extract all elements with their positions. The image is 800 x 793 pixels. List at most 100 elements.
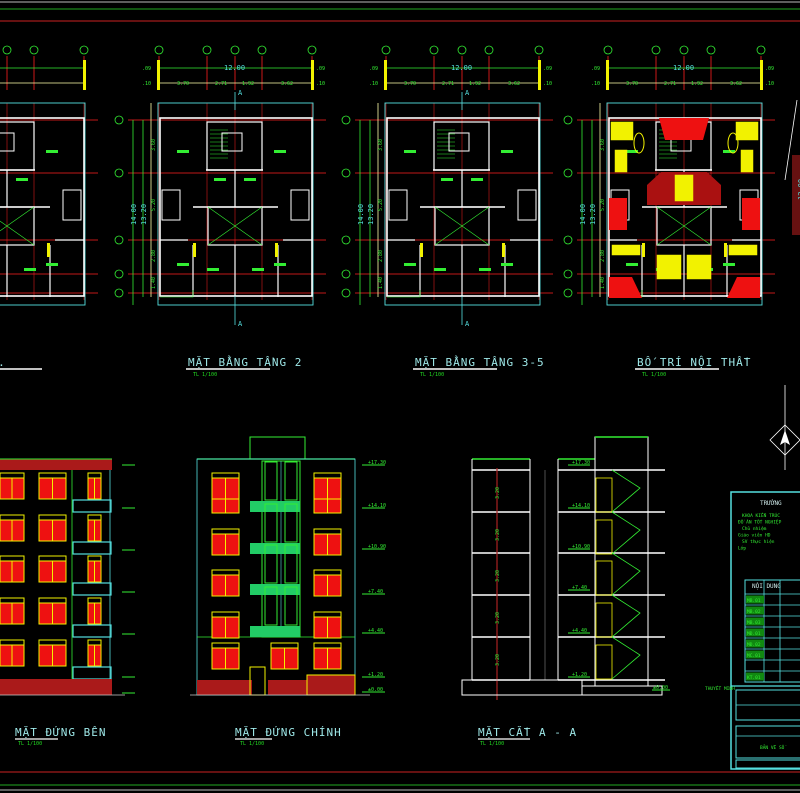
stair-flight xyxy=(611,594,641,638)
offset-dim: .10 xyxy=(142,81,151,87)
grid-bubble xyxy=(563,288,573,298)
level-label: +17.30 xyxy=(572,460,590,466)
room-tag xyxy=(214,178,226,181)
level-label: +14.10 xyxy=(572,503,590,509)
room-tag xyxy=(252,268,264,271)
wc-room xyxy=(290,189,310,221)
furniture xyxy=(740,149,754,173)
row-dim: 1.40 xyxy=(378,277,384,289)
window-transom xyxy=(0,472,25,479)
elevator-cross xyxy=(207,206,263,246)
stair-flight xyxy=(611,552,641,596)
grid-bubble xyxy=(563,235,573,245)
level-label: +1.20 xyxy=(368,672,383,678)
balcony xyxy=(72,499,112,513)
window-transom xyxy=(38,597,67,604)
furniture xyxy=(611,244,641,256)
door xyxy=(595,477,613,513)
north-arrow-icon xyxy=(769,385,800,470)
furniture xyxy=(674,174,694,202)
grid-bubble xyxy=(534,45,544,55)
grid-bubble xyxy=(341,168,351,178)
grid-bubble xyxy=(341,235,351,245)
row-dim: 3.60 xyxy=(151,139,157,151)
row-dim: 5.20 xyxy=(600,199,606,211)
grid-bubble xyxy=(484,45,494,55)
row-fill xyxy=(746,672,764,681)
grid-bubble xyxy=(603,45,613,55)
level-label: +4.40 xyxy=(368,628,383,634)
wc-room xyxy=(161,189,181,221)
window-transom xyxy=(313,611,342,618)
notes-label: THUYẾT MINH xyxy=(705,684,735,692)
room-tag xyxy=(434,268,446,271)
title-block-line: SV thực hiện xyxy=(742,538,775,545)
span-dim: 1.92 xyxy=(469,81,481,87)
stair-well xyxy=(448,132,470,152)
window-transom xyxy=(211,642,240,649)
room-tag xyxy=(46,263,58,266)
room-tag xyxy=(723,263,735,266)
span-dim: 3.62 xyxy=(281,81,293,87)
furniture xyxy=(735,121,759,141)
offset-dim: .09 xyxy=(369,66,378,72)
door-leaf xyxy=(642,243,645,257)
window-transom xyxy=(38,639,67,646)
room-tag xyxy=(626,263,638,266)
window-transom xyxy=(211,472,240,479)
room-tag xyxy=(24,268,36,271)
grid-bubble xyxy=(114,269,124,279)
row-dim: 5.20 xyxy=(378,199,384,211)
contents-row: MC.01 xyxy=(747,653,761,659)
balcony xyxy=(72,582,112,596)
title-block-line: Lớp xyxy=(738,545,746,552)
hatch-fill xyxy=(609,198,627,230)
span-dim: 1.92 xyxy=(242,81,254,87)
stair-well xyxy=(221,132,243,152)
span-dim: 3.62 xyxy=(730,81,742,87)
plan-title: ...ầ.. xyxy=(0,356,6,369)
grid-bubble xyxy=(756,45,766,55)
grid-bubble xyxy=(114,288,124,298)
floor-height-dim: 3.20 xyxy=(495,487,501,499)
grid-bubble xyxy=(563,269,573,279)
title-block-line: Chủ nhiệm xyxy=(742,525,767,532)
grid-bubble xyxy=(29,45,39,55)
window-transom xyxy=(0,597,25,604)
span-dim: 2.71 xyxy=(215,81,227,87)
grid-bubble xyxy=(114,115,124,125)
door-leaf xyxy=(502,243,505,257)
row-dim: 2.80 xyxy=(151,250,157,262)
grid-bubble xyxy=(381,45,391,55)
window-transom xyxy=(313,569,342,576)
room-tag xyxy=(244,178,256,181)
dimension-end xyxy=(311,60,314,90)
grid-bubble xyxy=(79,45,89,55)
span-dim: 2.71 xyxy=(442,81,454,87)
row-fill xyxy=(746,650,764,659)
row-dim: 3.60 xyxy=(378,139,384,151)
table-furniture xyxy=(633,132,645,154)
room-tag xyxy=(177,263,189,266)
level-label: +4.40 xyxy=(572,628,587,634)
base-hatch xyxy=(197,680,252,695)
balcony-railing xyxy=(250,543,300,554)
contents-table xyxy=(744,579,800,683)
room-tag xyxy=(626,150,638,153)
level-label: +7.40 xyxy=(368,589,383,595)
balcony xyxy=(72,541,112,555)
site-boundary xyxy=(606,102,763,306)
row-dim: 1.40 xyxy=(600,277,606,289)
title-block-frame xyxy=(730,491,800,770)
site-boundary xyxy=(384,102,541,306)
grid-bubble xyxy=(202,45,212,55)
grid-bubble xyxy=(341,115,351,125)
window-transom xyxy=(87,639,102,646)
room-tag xyxy=(177,150,189,153)
span-dim: 1.92 xyxy=(691,81,703,87)
level-label: +7.40 xyxy=(572,585,587,591)
